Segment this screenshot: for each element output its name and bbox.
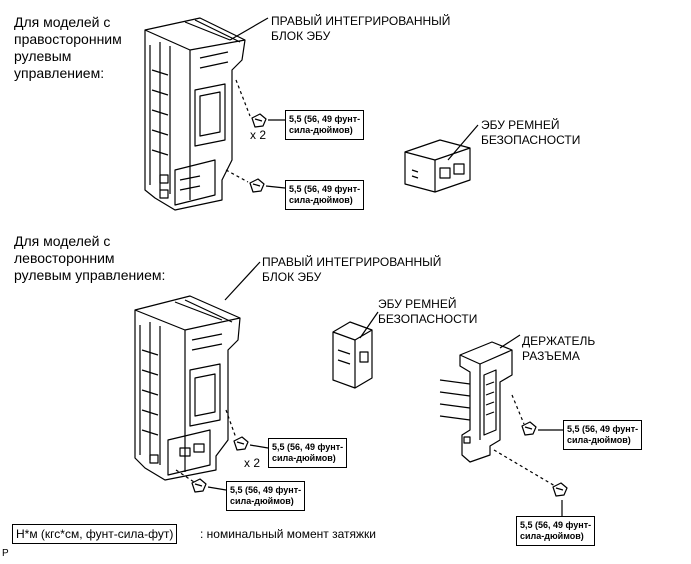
torque-legend-description: : номинальный момент затяжки	[200, 527, 376, 541]
bolt-rhd-1	[251, 113, 267, 128]
corner-mark: P	[2, 548, 9, 559]
lhd-torque-spec-1: 5,5 (56, 49 фунт- сила-дюймов)	[268, 438, 348, 468]
bolt-holder-2	[552, 482, 568, 497]
rhd-seatbelt-ecu-label: ЭБУ РЕМНЕЙ БЕЗОПАСНОСТИ	[481, 118, 581, 147]
connector-holder-label: ДЕРЖАТЕЛЬ РАЗЪЕМА	[522, 334, 596, 363]
rhd-heading: Для моделей с правосторонним рулевым упр…	[14, 14, 122, 81]
bolt-holder-1	[521, 421, 537, 436]
holder-torque-spec-2: 5,5 (56, 49 фунт- сила-дюймов)	[516, 516, 596, 546]
rhd-ecu-label: ПРАВЫЙ ИНТЕГРИРОВАННЫЙ БЛОК ЭБУ	[271, 14, 451, 43]
bolt-lhd-1	[233, 436, 249, 451]
seatbelt-ecu-lhd	[332, 321, 373, 389]
rhd-torque-spec-1: 5,5 (56, 49 фунт- сила-дюймов)	[285, 110, 365, 140]
integrated-ecu-rhd	[144, 17, 246, 211]
rhd-torque-spec-2: 5,5 (56, 49 фунт- сила-дюймов)	[285, 180, 365, 210]
rhd-bolt-count: x 2	[250, 128, 267, 142]
seatbelt-ecu-rhd	[404, 139, 471, 193]
torque-legend-unit: Н*м (кгс*см, фунт-сила-фут)	[12, 524, 178, 544]
bolt-rhd-2	[249, 178, 265, 193]
lhd-seatbelt-ecu-label: ЭБУ РЕМНЕЙ БЕЗОПАСНОСТИ	[378, 297, 478, 326]
integrated-ecu-lhd	[134, 295, 241, 481]
lhd-bolt-count: x 2	[244, 456, 261, 470]
lhd-heading: Для моделей с левосторонним рулевым упра…	[14, 233, 166, 283]
connector-holder	[439, 341, 513, 463]
lhd-ecu-label: ПРАВЫЙ ИНТЕГРИРОВАННЫЙ БЛОК ЭБУ	[262, 255, 442, 284]
bolt-lhd-2	[191, 478, 207, 493]
holder-torque-spec-1: 5,5 (56, 49 фунт- сила-дюймов)	[563, 420, 643, 450]
lhd-torque-spec-2: 5,5 (56, 49 фунт- сила-дюймов)	[226, 481, 306, 511]
